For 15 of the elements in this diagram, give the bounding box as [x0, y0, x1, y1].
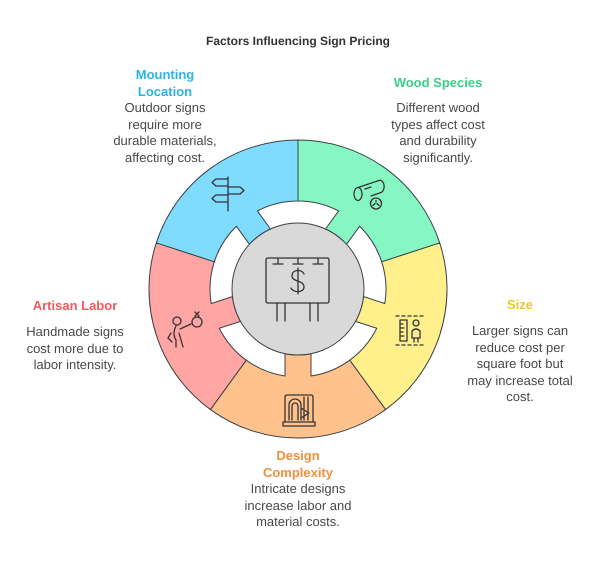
factor-description: Handmade signs cost more due to labor intensity.	[25, 324, 125, 374]
factor-description: Larger signs can reduce cost per square foot but may increase total cost.	[466, 323, 574, 406]
ring-segment	[210, 353, 386, 438]
factor-heading: Size	[506, 297, 534, 314]
ring-segment	[148, 242, 247, 410]
ring-segment	[349, 242, 448, 410]
diagram-title: Factors Influencing Sign Pricing	[204, 34, 392, 49]
factor-heading: Wood Species	[392, 75, 484, 92]
factor-description: Different wood types affect cost and durability significantly.	[390, 100, 486, 166]
factor-heading: Artisan Labor	[32, 298, 118, 314]
factor-description: Outdoor signs require more durable materials, affecting cost.	[112, 100, 218, 166]
factor-heading: Design Complexity	[262, 448, 334, 481]
center-circle	[232, 222, 364, 356]
factor-description: Intricate designs increase labor and material costs.	[244, 481, 352, 530]
factor-heading: Mounting Location	[134, 67, 196, 100]
